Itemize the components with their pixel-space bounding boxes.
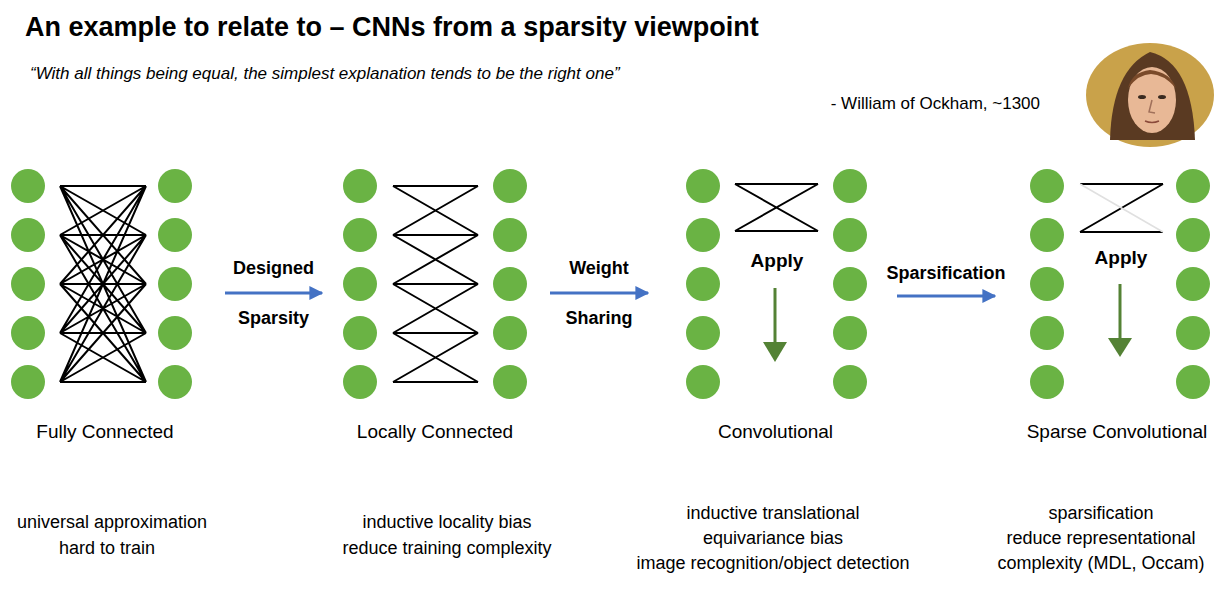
neuron bbox=[686, 267, 720, 301]
neuron bbox=[11, 267, 45, 301]
apply-arrow-head bbox=[1108, 338, 1132, 357]
neuron bbox=[493, 267, 527, 301]
neuron bbox=[493, 365, 527, 399]
neuron bbox=[493, 316, 527, 350]
neuron bbox=[833, 267, 867, 301]
neuron bbox=[1176, 169, 1210, 203]
neuron bbox=[343, 218, 377, 252]
portrait-ground bbox=[1086, 43, 1214, 147]
property-note: hard to train bbox=[59, 536, 155, 561]
neuron bbox=[1030, 218, 1064, 252]
apply-arrow bbox=[1119, 284, 1122, 340]
neuron bbox=[686, 316, 720, 350]
apply-label: Apply bbox=[751, 248, 804, 273]
apply-label: Apply bbox=[1095, 245, 1148, 270]
neuron bbox=[343, 316, 377, 350]
neuron bbox=[11, 218, 45, 252]
property-note: reduce representational complexity (MDL,… bbox=[981, 526, 1221, 576]
portrait-hood bbox=[1110, 52, 1195, 140]
portrait-nose bbox=[1149, 100, 1155, 113]
stage-column: Convolutional bbox=[668, 160, 883, 460]
portrait-hair bbox=[1128, 70, 1176, 88]
stage-column: Sparse Convolutional bbox=[1012, 160, 1222, 460]
sparse-kernel-lines bbox=[1080, 184, 1163, 232]
neuron bbox=[833, 316, 867, 350]
neuron bbox=[158, 316, 192, 350]
transformation-arrow bbox=[225, 292, 322, 295]
pruned-line bbox=[1080, 184, 1163, 232]
neuron bbox=[686, 169, 720, 203]
neuron bbox=[493, 218, 527, 252]
portrait bbox=[1086, 43, 1214, 147]
neuron bbox=[1176, 316, 1210, 350]
neuron bbox=[158, 169, 192, 203]
neuron bbox=[833, 365, 867, 399]
arrow-label: Sparsification bbox=[886, 262, 1005, 284]
neuron bbox=[1176, 365, 1210, 399]
neuron bbox=[1176, 218, 1210, 252]
connection-lines bbox=[60, 184, 1163, 382]
slide-title: An example to relate to – CNNs from a sp… bbox=[25, 10, 759, 44]
kernel-lines bbox=[735, 184, 818, 231]
neuron bbox=[158, 267, 192, 301]
neuron bbox=[1176, 267, 1210, 301]
neuron bbox=[343, 169, 377, 203]
neuron bbox=[343, 267, 377, 301]
neuron bbox=[11, 316, 45, 350]
apply-arrow-head bbox=[763, 342, 787, 362]
arrow-label: Weight Sharing bbox=[549, 243, 649, 343]
portrait-eye bbox=[1158, 95, 1166, 99]
stage-name: Sparse Convolutional bbox=[1027, 420, 1208, 444]
stage-column: Fully Connected bbox=[5, 160, 205, 460]
neuron bbox=[493, 169, 527, 203]
quote: “With all things being equal, the simple… bbox=[30, 63, 620, 85]
neuron bbox=[833, 218, 867, 252]
property-note: sparsification bbox=[1048, 501, 1153, 526]
neuron bbox=[343, 365, 377, 399]
neuron bbox=[11, 365, 45, 399]
portrait-face bbox=[1128, 67, 1176, 133]
local-connection-lines bbox=[393, 186, 478, 382]
stage-column: Locally Connected bbox=[330, 160, 540, 460]
apply-arrows bbox=[763, 284, 1132, 362]
property-note: image recognition/object detection bbox=[636, 551, 909, 576]
portrait-eye bbox=[1138, 95, 1146, 99]
apply-arrow bbox=[774, 288, 777, 344]
stage-name: Locally Connected bbox=[357, 420, 513, 444]
fully-connected-lines bbox=[60, 186, 146, 382]
neuron bbox=[11, 169, 45, 203]
stage-name: Fully Connected bbox=[36, 420, 173, 444]
neuron bbox=[158, 218, 192, 252]
property-note: inductive locality bias bbox=[362, 510, 531, 535]
neuron bbox=[1030, 365, 1064, 399]
neuron bbox=[833, 169, 867, 203]
portrait-mouth bbox=[1145, 121, 1159, 123]
neurons bbox=[11, 169, 1210, 399]
transformation-arrow bbox=[897, 295, 995, 298]
neuron bbox=[1030, 267, 1064, 301]
property-note: universal approximation bbox=[17, 510, 207, 535]
attribution: - William of Ockham, ~1300 bbox=[831, 93, 1040, 115]
neuron bbox=[1030, 316, 1064, 350]
transformation-arrow bbox=[550, 292, 648, 295]
property-note: inductive translational equivariance bia… bbox=[653, 501, 893, 551]
arrow-label: Designed Sparsity bbox=[224, 243, 324, 343]
property-note: reduce training complexity bbox=[342, 536, 551, 561]
neuron bbox=[1030, 169, 1064, 203]
stage-name: Convolutional bbox=[718, 420, 833, 444]
neuron bbox=[686, 218, 720, 252]
neuron bbox=[158, 365, 192, 399]
neuron bbox=[686, 365, 720, 399]
